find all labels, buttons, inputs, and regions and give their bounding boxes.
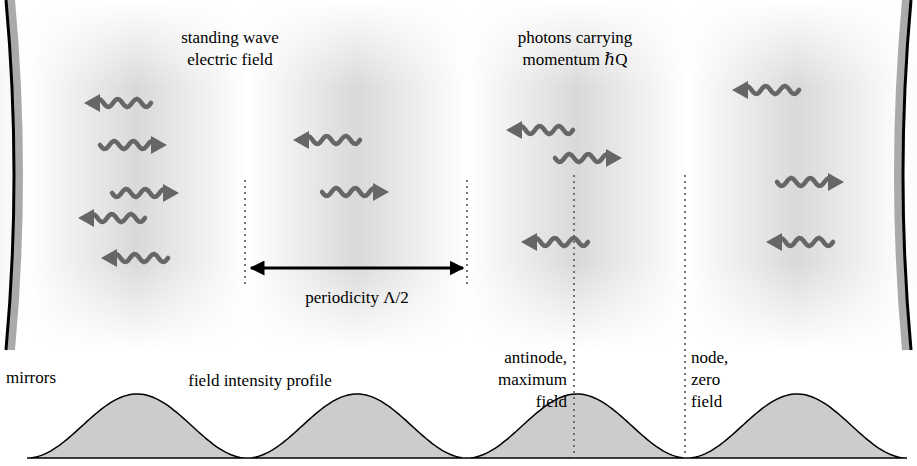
intensity-profile (27, 394, 907, 458)
photon-wave (747, 86, 799, 94)
periodicity-label: periodicity Λ/2 (277, 287, 437, 309)
mirror-label: mirrors (6, 367, 96, 389)
profile-label: field intensity profile (110, 370, 410, 392)
photon-arrowhead (163, 184, 179, 202)
node-marker (684, 175, 686, 458)
photon-arrowhead (101, 249, 117, 267)
photon-wave (100, 141, 152, 149)
photon-wave (99, 99, 151, 107)
photon-arrowhead (506, 121, 522, 139)
photon-arrowhead (521, 233, 537, 251)
photon-arrowhead (606, 149, 622, 167)
photon-arrowhead (828, 173, 844, 191)
node-marker (466, 180, 468, 285)
photon-arrowhead (84, 94, 100, 112)
photon-arrowhead (78, 209, 94, 227)
field-shading (0, 0, 917, 350)
photon-wave (777, 178, 829, 186)
antinode-label: antinode, maximum field (487, 347, 567, 413)
photon-arrowhead (151, 136, 167, 154)
antinode-marker (573, 175, 575, 458)
photon-wave (781, 238, 833, 246)
mirror (6, 0, 14, 350)
periodicity-arrow (251, 267, 463, 270)
photon-arrowhead (293, 131, 309, 149)
node-marker (244, 180, 246, 285)
mirror (903, 0, 911, 350)
photon-wave (93, 214, 145, 222)
photon-wave (116, 254, 168, 262)
photon-wave (112, 189, 164, 197)
photon-label: photons carrying momentum ℏQ (505, 27, 645, 71)
field-label: standing wave electric field (170, 27, 290, 71)
photon-wave (322, 188, 374, 196)
photon-wave (308, 136, 360, 144)
photon-wave (521, 126, 573, 134)
photon-arrowhead (766, 233, 782, 251)
photon-arrowhead (373, 183, 389, 201)
node-label: node, zero field (691, 347, 751, 413)
photon-wave (555, 154, 607, 162)
photon-arrowhead (732, 81, 748, 99)
photon-wave (536, 238, 588, 246)
